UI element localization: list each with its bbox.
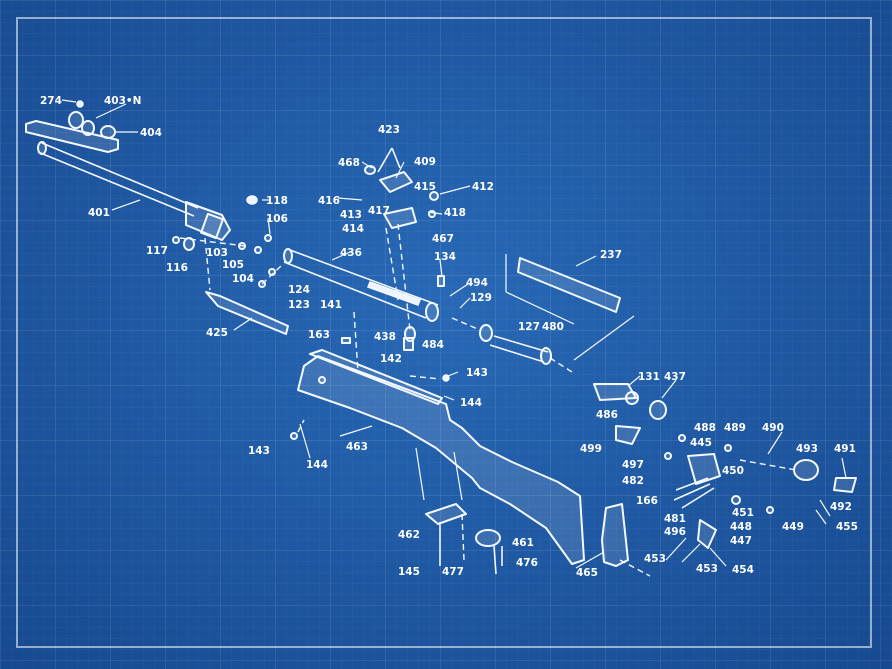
callout-116: 116 [166, 262, 188, 274]
piston [451, 317, 573, 373]
callout-166: 166 [636, 495, 658, 507]
callout-454: 454 [732, 564, 754, 576]
callout-497: 497 [622, 459, 644, 471]
callout-450: 450 [722, 465, 744, 477]
leader-lines [61, 99, 847, 569]
callout-488: 488 [694, 422, 716, 434]
callout-486: 486 [596, 409, 618, 421]
callout-127: 127 [518, 321, 540, 333]
callout-492: 492 [830, 501, 852, 513]
callout-449: 449 [782, 521, 804, 533]
callout-482: 482 [622, 475, 644, 487]
callout-237: 237 [600, 249, 622, 261]
callout-493: 493 [796, 443, 818, 455]
callout-438: 438 [374, 331, 396, 343]
callout-105: 105 [222, 259, 244, 271]
trigger-guard [425, 503, 467, 566]
callout-409: 409 [414, 156, 436, 168]
buttplate [601, 503, 651, 577]
callout-425: 425 [206, 327, 228, 339]
callout-144b: 144 [306, 459, 328, 471]
trigger-mechanism [664, 434, 857, 561]
callout-463: 463 [346, 441, 368, 453]
callout-103: 103 [206, 247, 228, 259]
callout-414: 414 [342, 223, 364, 235]
barrel-shroud [25, 120, 119, 153]
scope-mount [364, 147, 439, 351]
callout-481: 481 [664, 513, 686, 525]
callout-477: 477 [442, 566, 464, 578]
callout-455: 455 [836, 521, 858, 533]
callout-453: 453 [644, 553, 666, 565]
callout-274: 274 [40, 95, 62, 107]
callout-145: 145 [398, 566, 420, 578]
callout-123: 123 [288, 299, 310, 311]
callout-163: 163 [308, 329, 330, 341]
blueprint-frame [16, 17, 872, 648]
callout-448: 448 [730, 521, 752, 533]
callout-447: 447 [730, 535, 752, 547]
callout-436: 436 [340, 247, 362, 259]
sling-swivel [475, 529, 503, 575]
callout-404: 404 [140, 127, 162, 139]
callout-423: 423 [378, 124, 400, 136]
callout-131: 131 [638, 371, 660, 383]
callout-143a: 143 [466, 367, 488, 379]
callout-465: 465 [576, 567, 598, 579]
callout-489: 489 [724, 422, 746, 434]
callout-418: 418 [444, 207, 466, 219]
callout-416: 416 [318, 195, 340, 207]
callout-141: 141 [320, 299, 342, 311]
callout-491: 491 [834, 443, 856, 455]
callout-417: 417 [368, 205, 390, 217]
callout-499: 499 [580, 443, 602, 455]
callout-124: 124 [288, 284, 310, 296]
callout-467: 467 [432, 233, 454, 245]
callout-142: 142 [380, 353, 402, 365]
callout-104: 104 [232, 273, 254, 285]
callout-403n: 403•N [104, 95, 141, 107]
callout-413: 413 [340, 209, 362, 221]
callout-453b: 453 [696, 563, 718, 575]
callout-129: 129 [470, 292, 492, 304]
small-pins-barrel [172, 195, 272, 254]
callout-494: 494 [466, 277, 488, 289]
callout-490: 490 [762, 422, 784, 434]
callout-143b: 143 [248, 445, 270, 457]
trigger-housing [593, 383, 667, 445]
callout-480: 480 [542, 321, 564, 333]
callout-476: 476 [516, 557, 538, 569]
callout-401: 401 [88, 207, 110, 219]
callout-412: 412 [472, 181, 494, 193]
callout-134: 134 [434, 251, 456, 263]
muzzle-parts [68, 100, 116, 139]
tube-screws [258, 264, 445, 288]
callout-118: 118 [266, 195, 288, 207]
mainspring [505, 254, 635, 361]
callout-144a: 144 [460, 397, 482, 409]
callout-451: 451 [732, 507, 754, 519]
callout-484: 484 [422, 339, 444, 351]
callout-106: 106 [266, 213, 288, 225]
callout-462: 462 [398, 529, 420, 541]
callout-445: 445 [690, 437, 712, 449]
callout-117: 117 [146, 245, 168, 257]
breech-block [185, 201, 231, 291]
stock-screw-left [290, 419, 305, 440]
callout-468: 468 [338, 157, 360, 169]
barrel [37, 141, 199, 217]
stock [297, 349, 585, 565]
callout-461: 461 [512, 537, 534, 549]
callout-496: 496 [664, 526, 686, 538]
callout-415: 415 [414, 181, 436, 193]
cocking-lever [205, 291, 289, 335]
callout-labels: 274 403•N 404 401 423 468 409 416 415 41… [40, 95, 858, 579]
trigger-pins [341, 311, 450, 382]
callout-437: 437 [664, 371, 686, 383]
